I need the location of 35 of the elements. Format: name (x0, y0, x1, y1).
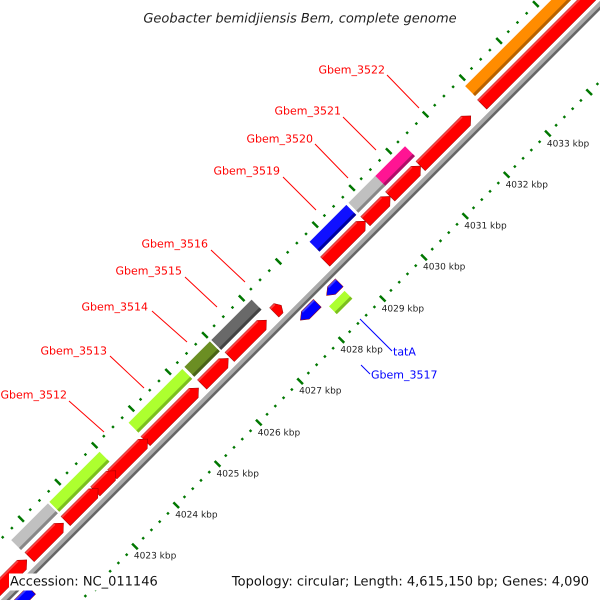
leader-line (68, 400, 104, 432)
leader-line (342, 116, 376, 150)
gene-label: Gbem_3513 (40, 346, 107, 356)
leader-line (360, 364, 370, 374)
leader-line (184, 276, 218, 308)
tick-label: 4032 kbp (506, 181, 548, 190)
gene-label: Gbem_3520 (246, 134, 313, 144)
leader-line (282, 176, 316, 210)
leader-line (110, 356, 144, 388)
genome-summary-text: Topology: circular; Length: 4,615,150 bp; Genes: 4,090 (230, 574, 590, 590)
gene-label: tatA (393, 346, 416, 358)
gene-label: Gbem_3514 (82, 302, 148, 312)
leader-line (314, 144, 348, 178)
gene-label: Gbem_3512 (0, 390, 67, 400)
gene-label: Gbem_3521 (274, 106, 341, 116)
gene-label: Gbem_3516 (142, 238, 208, 250)
leader-line (386, 74, 420, 108)
tick-label: 4029 kbp (382, 305, 424, 314)
tick-label: 4024 kbp (175, 512, 218, 521)
tick-label: 4025 kbp (216, 470, 259, 480)
leader-line (152, 310, 188, 342)
title: Geobacter bemidjiensis Bem, complete genome (143, 12, 457, 26)
tick-label: 4026 kbp (258, 429, 300, 438)
gene-label: Gbem_3515 (116, 266, 182, 276)
tick-label: 4030 kbp (422, 264, 466, 273)
leader-line (360, 318, 392, 352)
tick-label: 4023 kbp (134, 552, 176, 562)
gene-label: Gbem_3519 (214, 166, 280, 176)
tick-label: 4033 kbp (546, 140, 590, 149)
leader-line (210, 250, 246, 282)
tick-label: 4031 kbp (464, 222, 507, 232)
gene-label: Gbem_3517 (371, 370, 438, 380)
gene-label: Gbem_3522 (318, 64, 385, 76)
tick-label: 4028 kbp (340, 346, 383, 356)
tick-label: 4027 kbp (299, 388, 342, 397)
